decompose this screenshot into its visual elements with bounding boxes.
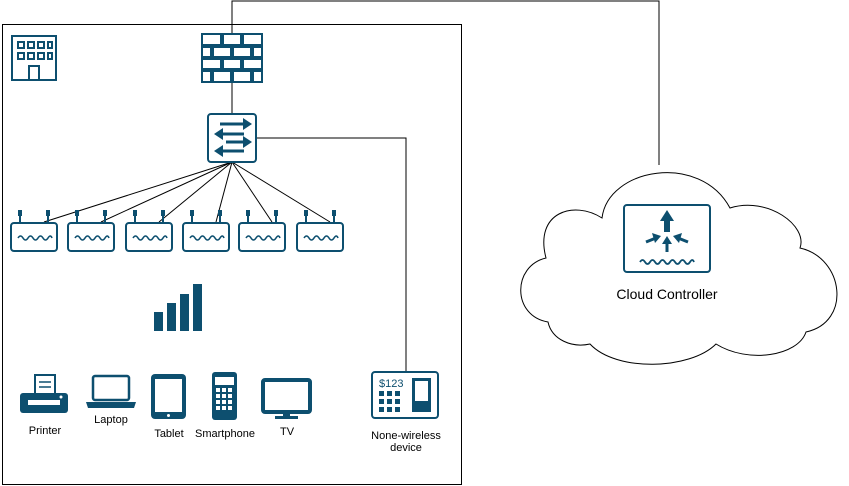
tv-label: TV	[279, 426, 295, 438]
laptop-icon	[86, 374, 136, 408]
laptop-label: Laptop	[94, 414, 128, 426]
access-point-icon	[125, 209, 173, 252]
access-point-icon	[182, 209, 230, 252]
printer-label: Printer	[28, 425, 62, 437]
cloud-controller-icon	[623, 204, 711, 273]
switch-icon	[207, 113, 257, 163]
signal-bars-icon	[154, 284, 202, 331]
switch-to-pos-line	[256, 137, 407, 372]
switch-to-ap2-line	[100, 161, 233, 223]
none-wireless-label-line2: device	[390, 442, 422, 454]
cloud-controller-label: Cloud Controller	[616, 286, 718, 302]
access-point-icon	[238, 209, 286, 252]
switch-to-ap5-line	[231, 161, 273, 223]
firewall-to-cloud-line	[231, 0, 660, 165]
printer-icon	[20, 374, 68, 413]
switch-to-ap3-line	[158, 161, 233, 223]
switch-to-ap1-line	[43, 161, 233, 223]
tablet-label: Tablet	[154, 428, 184, 440]
pos-terminal-icon: $123	[371, 371, 439, 419]
none-wireless-label-line1: None-wireless	[371, 430, 441, 442]
switch-to-ap6-line	[231, 161, 331, 223]
access-point-icon	[67, 209, 115, 252]
building-icon	[11, 35, 57, 81]
access-point-icon	[10, 209, 58, 252]
smartphone-icon	[212, 372, 237, 420]
firewall-icon	[201, 33, 263, 83]
smartphone-label: Smartphone	[195, 428, 255, 440]
tv-icon	[261, 378, 312, 419]
price-tag: $123	[379, 378, 403, 390]
tablet-icon	[151, 374, 186, 419]
